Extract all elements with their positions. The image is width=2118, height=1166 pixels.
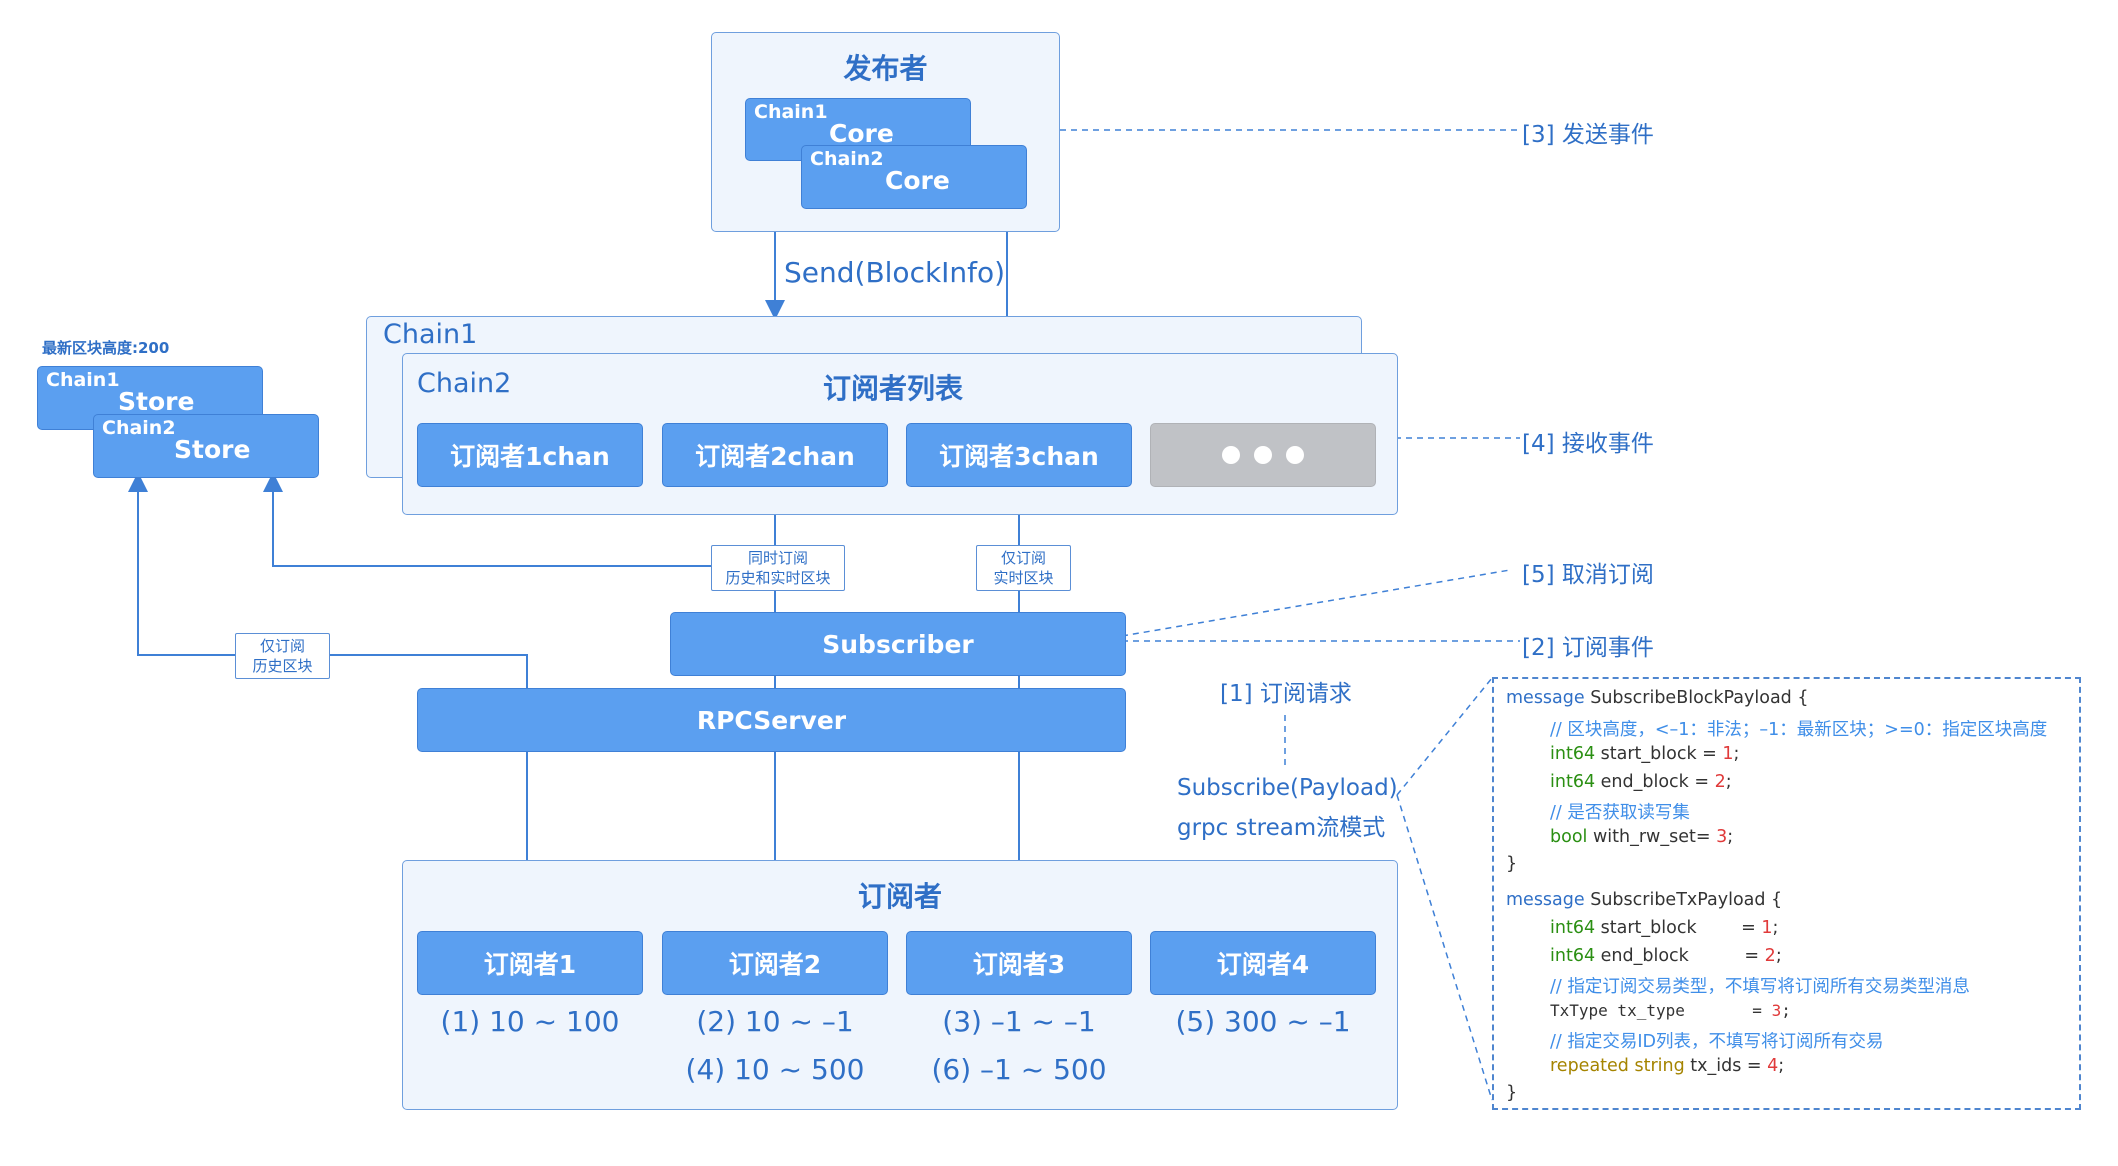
annotation-grpc-stream: grpc stream流模式 [1177, 815, 1386, 841]
store1-name: Store [118, 387, 195, 416]
annotation-subscribe-event: [2] 订阅事件 [1522, 635, 1654, 661]
chain1-label: Chain1 [383, 319, 478, 350]
code-line: // 区块高度，<–1：非法；–1：最新区块；>=0：指定区块高度 [1550, 720, 2048, 740]
code-line: // 指定交易ID列表，不填写将订阅所有交易 [1550, 1032, 1884, 1052]
tag-both-line1: 同时订阅 [747, 549, 808, 567]
tag-history-line1: 仅订阅 [259, 637, 305, 655]
code-line: } [1506, 1083, 1518, 1103]
payload-code-box: message SubscribeBlockPayload { // 区块高度，… [1492, 677, 2081, 1110]
subscriber1-range-1: (1) 10 ~ 100 [440, 1005, 620, 1038]
subscribers-title: 订阅者 [857, 880, 942, 913]
latest-block-height: 最新区块高度:200 [42, 339, 170, 357]
dot-icon [1254, 446, 1272, 464]
subscriber-list-title: 订阅者列表 [823, 372, 964, 405]
annotation-send-event: [3] 发送事件 [1522, 122, 1654, 148]
subscriber2-range-1: (2) 10 ~ –1 [696, 1005, 854, 1038]
store-chain2[interactable]: Chain2 Store [93, 414, 319, 478]
subscriber-1[interactable]: 订阅者1 [417, 931, 643, 995]
dot-icon [1222, 446, 1240, 464]
tag-history-line2: 历史区块 [252, 657, 313, 675]
sub2-history-line [263, 472, 775, 567]
subscriber-4[interactable]: 订阅者4 [1150, 931, 1376, 995]
subscriber-2[interactable]: 订阅者2 [662, 931, 888, 995]
chain2-label: Chain2 [417, 368, 512, 399]
code-line: TxType tx_type = 3; [1550, 1001, 1791, 1020]
code-line: int64 end_block = 2; [1550, 772, 1732, 792]
annotation-subscribe-payload: Subscribe(Payload) [1177, 775, 1398, 801]
code-line: // 指定订阅交易类型，不填写将订阅所有交易类型消息 [1550, 977, 1970, 997]
publisher-title: 发布者 [843, 52, 928, 85]
tag-both-history-realtime: 同时订阅 历史和实时区块 [711, 545, 845, 591]
subscriber3-range-2: (6) –1 ~ 500 [931, 1053, 1107, 1086]
store2-name: Store [174, 435, 251, 464]
core1-chain-label: Chain1 [754, 101, 828, 123]
code-line: int64 start_block = 1; [1550, 918, 1779, 938]
tag-history-only: 仅订阅 历史区块 [235, 633, 330, 679]
code-line: } [1506, 854, 1518, 874]
code-line: repeated string tx_ids = 4; [1550, 1056, 1785, 1076]
chan-subscriber2[interactable]: 订阅者2chan [662, 423, 888, 487]
annotation-cancel: [5] 取消订阅 [1522, 562, 1654, 588]
dot-icon [1286, 446, 1304, 464]
code-line: bool with_rw_set= 3; [1550, 827, 1734, 847]
store2-chain-label: Chain2 [102, 417, 176, 439]
subscriber4-range-1: (5) 300 ~ –1 [1175, 1005, 1351, 1038]
code-line: // 是否获取读写集 [1550, 803, 1690, 823]
core2-name: Core [885, 166, 950, 195]
code-line: message SubscribeTxPayload { [1506, 890, 1783, 910]
code-line: int64 start_block = 1; [1550, 744, 1740, 764]
rpc-server-box[interactable]: RPCServer [417, 688, 1126, 752]
code-line: message SubscribeBlockPayload { [1506, 688, 1809, 708]
core-chain2[interactable]: Chain2 Core [801, 145, 1027, 209]
store1-chain-label: Chain1 [46, 369, 120, 391]
subscriber3-range-1: (3) –1 ~ –1 [942, 1005, 1096, 1038]
annotation-receive-event: [4] 接收事件 [1522, 431, 1654, 457]
core2-chain-label: Chain2 [810, 148, 884, 170]
subscriber-box[interactable]: Subscriber [670, 612, 1126, 676]
chan-subscriber3[interactable]: 订阅者3chan [906, 423, 1132, 487]
chan-subscriber1[interactable]: 订阅者1chan [417, 423, 643, 487]
tag-both-line2: 历史和实时区块 [725, 569, 831, 587]
subscriber-3[interactable]: 订阅者3 [906, 931, 1132, 995]
more-channels[interactable] [1150, 423, 1376, 487]
subscriber2-range-2: (4) 10 ~ 500 [685, 1053, 865, 1086]
core1-name: Core [829, 119, 894, 148]
tag-realtime-only: 仅订阅 实时区块 [976, 545, 1071, 591]
sub1-history-line [128, 472, 528, 928]
tag-realtime-line1: 仅订阅 [1000, 549, 1046, 567]
send-blockinfo-label: Send(BlockInfo) [784, 256, 1006, 289]
code-line: int64 end_block = 2; [1550, 946, 1782, 966]
annotation-request: [1] 订阅请求 [1220, 681, 1352, 707]
tag-realtime-line2: 实时区块 [993, 569, 1054, 587]
